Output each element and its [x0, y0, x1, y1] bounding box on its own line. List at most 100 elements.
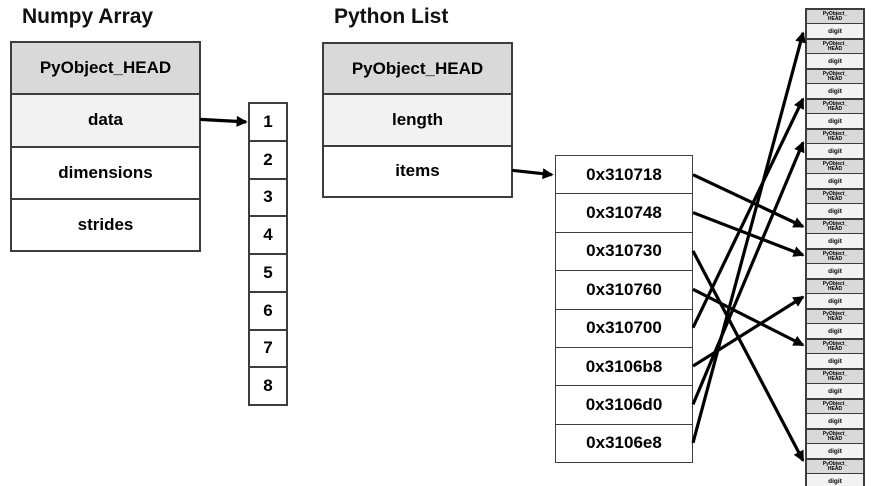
numpy-struct: PyObject_HEAD data dimensions strides [10, 41, 201, 252]
object-pyobject-head: PyObject_ HEAD [806, 459, 864, 474]
integer-object: PyObject_ HEAD digit [806, 429, 864, 459]
array-value-cell: 2 [250, 139, 286, 178]
object-pyobject-head: PyObject_ HEAD [806, 9, 864, 24]
object-head-line1: PyObject_ [822, 370, 848, 377]
object-digit-label: digit [806, 84, 864, 99]
integer-object: PyObject_ HEAD digit [806, 249, 864, 279]
object-head-line2: HEAD [827, 135, 843, 142]
object-pyobject-head: PyObject_ HEAD [806, 159, 864, 174]
integer-object: PyObject_ HEAD digit [806, 39, 864, 69]
array-value-cell: 5 [250, 253, 286, 291]
object-pyobject-head: PyObject_ HEAD [806, 249, 864, 264]
object-digit-label: digit [806, 24, 864, 39]
object-digit-label: digit [806, 54, 864, 69]
integer-object: PyObject_ HEAD digit [806, 459, 864, 486]
object-head-line1: PyObject_ [822, 460, 848, 467]
object-pyobject-head: PyObject_ HEAD [806, 399, 864, 414]
object-head-line1: PyObject_ [822, 400, 848, 407]
object-head-line1: PyObject_ [822, 130, 848, 137]
object-digit-label: digit [806, 234, 864, 249]
address-cell: 0x3106b8 [556, 346, 692, 386]
object-head-line1: PyObject_ [822, 100, 848, 107]
array-value-cell: 7 [250, 328, 286, 367]
numpy-array-title: Numpy Array [22, 5, 154, 28]
integer-object: PyObject_ HEAD digit [806, 279, 864, 309]
object-head-line2: HEAD [827, 375, 843, 382]
object-head-line1: PyObject_ [822, 340, 848, 347]
object-head-line2: HEAD [827, 15, 843, 22]
array-value-cell: 6 [250, 290, 286, 329]
array-value-cell: 8 [250, 366, 286, 404]
object-digit-label: digit [806, 354, 864, 369]
object-head-line2: HEAD [827, 225, 843, 232]
object-pyobject-head: PyObject_ HEAD [806, 189, 864, 204]
integer-object: PyObject_ HEAD digit [806, 189, 864, 219]
object-digit-label: digit [806, 264, 864, 279]
address-cell: 0x310700 [556, 308, 692, 347]
address-cell: 0x310730 [556, 231, 692, 271]
object-digit-label: digit [806, 414, 864, 429]
object-digit-label: digit [806, 144, 864, 159]
array-value-cell: 4 [250, 215, 286, 253]
object-pyobject-head: PyObject_ HEAD [806, 369, 864, 384]
object-pyobject-head: PyObject_ HEAD [806, 309, 864, 324]
object-head-line1: PyObject_ [822, 310, 848, 317]
integer-object: PyObject_ HEAD digit [806, 399, 864, 429]
object-pyobject-head: PyObject_ HEAD [806, 129, 864, 144]
numpy-row-pyobject-head: PyObject_HEAD [12, 43, 199, 94]
address-cell: 0x310718 [556, 156, 692, 194]
object-head-line2: HEAD [827, 45, 843, 52]
object-head-line2: HEAD [827, 435, 843, 442]
numpy-row-data: data [12, 93, 199, 146]
object-pyobject-head: PyObject_ HEAD [806, 279, 864, 294]
python-list-title: Python List [334, 5, 449, 28]
integer-object: PyObject_ HEAD digit [806, 339, 864, 369]
object-pyobject-head: PyObject_ HEAD [806, 339, 864, 354]
integer-object: PyObject_ HEAD digit [806, 129, 864, 159]
object-digit-label: digit [806, 324, 864, 339]
array-value-cell: 1 [250, 104, 286, 140]
object-head-line1: PyObject_ [822, 160, 848, 167]
address-cell: 0x310760 [556, 270, 692, 309]
object-head-line2: HEAD [827, 165, 843, 172]
array-value-cell: 3 [250, 177, 286, 216]
python-struct: PyObject_HEAD length items [322, 42, 513, 198]
python-row-items: items [324, 144, 511, 196]
object-head-line1: PyObject_ [822, 430, 848, 437]
object-digit-label: digit [806, 384, 864, 399]
object-pyobject-head: PyObject_ HEAD [806, 39, 864, 54]
object-head-line2: HEAD [827, 465, 843, 472]
object-head-line1: PyObject_ [822, 220, 848, 227]
object-head-line2: HEAD [827, 75, 843, 82]
object-digit-label: digit [806, 444, 864, 459]
integer-object: PyObject_ HEAD digit [806, 219, 864, 249]
object-head-line2: HEAD [827, 315, 843, 322]
object-digit-label: digit [806, 294, 864, 309]
object-pyobject-head: PyObject_ HEAD [806, 69, 864, 84]
object-head-line2: HEAD [827, 345, 843, 352]
address-cell: 0x3106d0 [556, 385, 692, 424]
object-head-line1: PyObject_ [822, 40, 848, 47]
object-digit-label: digit [806, 174, 864, 189]
python-row-pyobject-head: PyObject_HEAD [324, 44, 511, 94]
address-cell: 0x3106e8 [556, 423, 692, 462]
object-head-line1: PyObject_ [822, 10, 848, 17]
object-digit-label: digit [806, 474, 864, 486]
numpy-row-strides: strides [12, 197, 199, 250]
object-pyobject-head: PyObject_ HEAD [806, 429, 864, 444]
object-pyobject-head: PyObject_ HEAD [806, 99, 864, 114]
object-pyobject-head: PyObject_ HEAD [806, 219, 864, 234]
object-head-line1: PyObject_ [822, 190, 848, 197]
object-digit-label: digit [806, 204, 864, 219]
object-head-line1: PyObject_ [822, 250, 848, 257]
integer-object: PyObject_ HEAD digit [806, 159, 864, 189]
integer-object: PyObject_ HEAD digit [806, 369, 864, 399]
integer-object: PyObject_ HEAD digit [806, 69, 864, 99]
object-digit-label: digit [806, 114, 864, 129]
object-head-line1: PyObject_ [822, 70, 848, 77]
object-head-line2: HEAD [827, 255, 843, 262]
python-row-length: length [324, 93, 511, 145]
